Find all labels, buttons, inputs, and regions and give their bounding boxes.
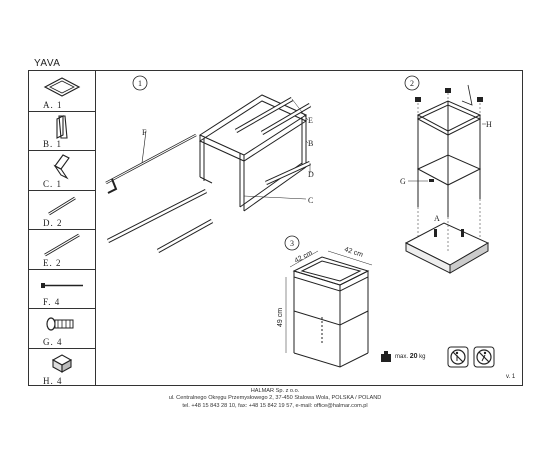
part-e: E. 2 bbox=[29, 229, 95, 270]
part-f: F. 4 bbox=[29, 269, 95, 309]
footer-company: HALMAR Sp. z o.o. bbox=[250, 388, 300, 394]
max-load-prefix: max. bbox=[395, 354, 409, 360]
part-d: D. 2 bbox=[29, 190, 95, 230]
step-2: 2 bbox=[400, 75, 492, 274]
max-load-value: 20 bbox=[409, 353, 418, 360]
parts-list: A. 1 B. 1 C. 1 D. 2 E. 2 bbox=[28, 70, 96, 386]
max-load: max. 20 kg bbox=[395, 353, 426, 360]
frame-icon bbox=[43, 77, 81, 97]
long-tube-icon bbox=[44, 233, 80, 257]
panel-b-icon bbox=[56, 114, 68, 139]
part-label: A. 1 bbox=[43, 99, 63, 110]
label-b: B bbox=[308, 139, 313, 148]
no-climbing-icon bbox=[473, 346, 495, 368]
version-label: v. 1 bbox=[506, 374, 516, 380]
part-label: E. 2 bbox=[43, 257, 62, 268]
part-label: B. 1 bbox=[43, 139, 63, 149]
footer-contact: tel. +48 15 843 28 10, fax: +48 15 842 1… bbox=[182, 402, 368, 409]
part-label: H. 4 bbox=[43, 376, 63, 386]
label-e: E bbox=[308, 116, 313, 125]
step-number: 2 bbox=[410, 79, 414, 88]
part-a: A. 1 bbox=[29, 71, 95, 112]
foot-cap-icon bbox=[51, 353, 73, 373]
label-c: C bbox=[308, 196, 313, 205]
part-h: H. 4 bbox=[29, 348, 95, 388]
label-g: G bbox=[400, 177, 406, 186]
short-tube-icon bbox=[48, 196, 76, 215]
step-number: 3 bbox=[290, 239, 294, 248]
label-d: D bbox=[308, 170, 314, 179]
step-1: 1 bbox=[105, 75, 314, 253]
product-title: YAVA bbox=[34, 58, 61, 69]
bolt-icon bbox=[41, 282, 83, 288]
part-label: C. 1 bbox=[43, 178, 63, 189]
label-h: H bbox=[486, 120, 492, 129]
step-number: 1 bbox=[138, 79, 142, 88]
weight-icon bbox=[381, 351, 391, 362]
label-f: F bbox=[142, 128, 147, 137]
footer-address: ul. Centralnego Okręgu Przemysłowego 2, … bbox=[168, 395, 382, 402]
part-label: G. 4 bbox=[43, 336, 63, 347]
part-label: D. 2 bbox=[43, 218, 63, 228]
step-3: 3 42 cm bbox=[277, 235, 373, 368]
label-a: A bbox=[434, 214, 440, 223]
part-label: F. 4 bbox=[43, 297, 61, 307]
no-standing-icon bbox=[447, 346, 469, 368]
instruction-area: 1 bbox=[96, 70, 523, 386]
panel-c-icon bbox=[53, 154, 70, 180]
part-g: G. 4 bbox=[29, 308, 95, 349]
dimension-height: 49 cm bbox=[277, 308, 284, 327]
screw-icon bbox=[46, 317, 74, 331]
max-load-unit: kg bbox=[419, 354, 426, 360]
part-c: C. 1 bbox=[29, 150, 95, 191]
part-b: B. 1 bbox=[29, 111, 95, 151]
footer: HALMAR Sp. z o.o. ul. Centralnego Okręgu… bbox=[0, 388, 550, 410]
